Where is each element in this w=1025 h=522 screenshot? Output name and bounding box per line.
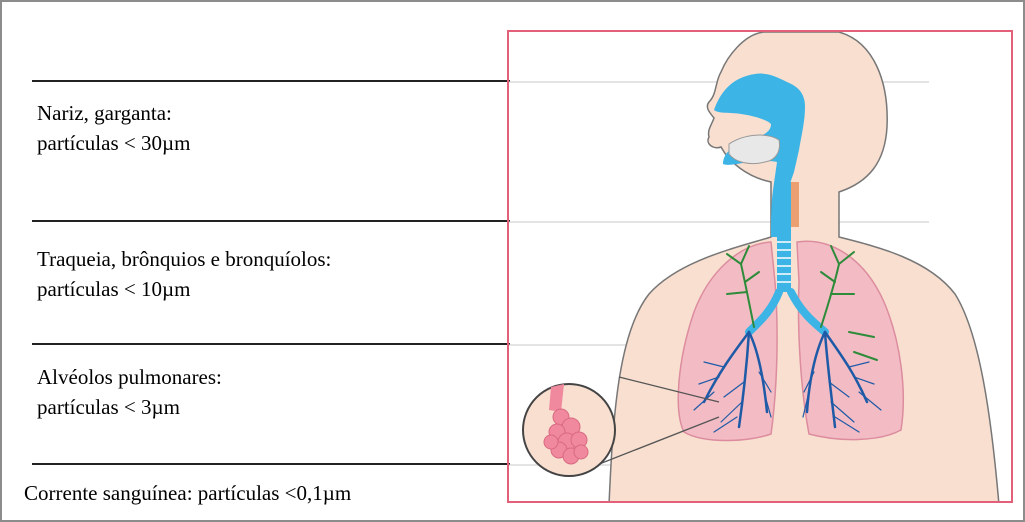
zone-particle-size: partículas < 3µm [37,392,222,422]
zone-particle-size: partículas < 10µm [37,274,331,304]
trachea [777,182,791,292]
zone-title: Nariz, garganta: [37,98,190,128]
respiratory-system-illustration [509,32,1013,503]
zone-label-trachea: Traqueia, brônquios e bronquíolos: partí… [37,244,331,304]
zone-title: Traqueia, brônquios e bronquíolos: [37,244,331,274]
zone-particle-size: partículas < 30µm [37,128,190,158]
separator-line-top [32,80,510,82]
esophagus-highlight [791,182,799,227]
illustration-box [507,30,1013,503]
oral-cavity [729,135,779,164]
separator-line-4 [32,463,510,465]
zone-label-nose-throat: Nariz, garganta: partículas < 30µm [37,98,190,158]
zone-title: Alvéolos pulmonares: [37,362,222,392]
separator-line-2 [32,220,510,222]
alveoli-magnifier-icon [523,384,615,476]
zone-label-alveoli: Alvéolos pulmonares: partículas < 3µm [37,362,222,422]
zone-label-bloodstream: Corrente sanguínea: partículas <0,1µm [24,481,351,506]
separator-line-3 [32,343,510,345]
